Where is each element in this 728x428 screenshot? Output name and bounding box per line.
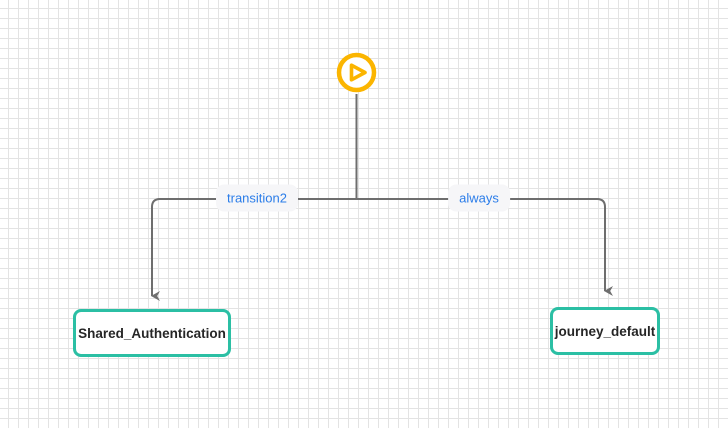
connector-transition2: [151, 198, 357, 301]
node-journey-default[interactable]: journey_default: [550, 307, 660, 355]
connector-always: [356, 198, 613, 296]
edge-label-always[interactable]: always: [448, 184, 510, 212]
node-label: Shared_Authentication: [78, 325, 226, 341]
edge-label-transition2[interactable]: transition2: [216, 184, 298, 212]
node-label: journey_default: [554, 323, 656, 339]
node-shared-authentication[interactable]: Shared_Authentication: [73, 309, 231, 357]
play-icon: [336, 52, 377, 93]
start-node[interactable]: [334, 50, 379, 95]
